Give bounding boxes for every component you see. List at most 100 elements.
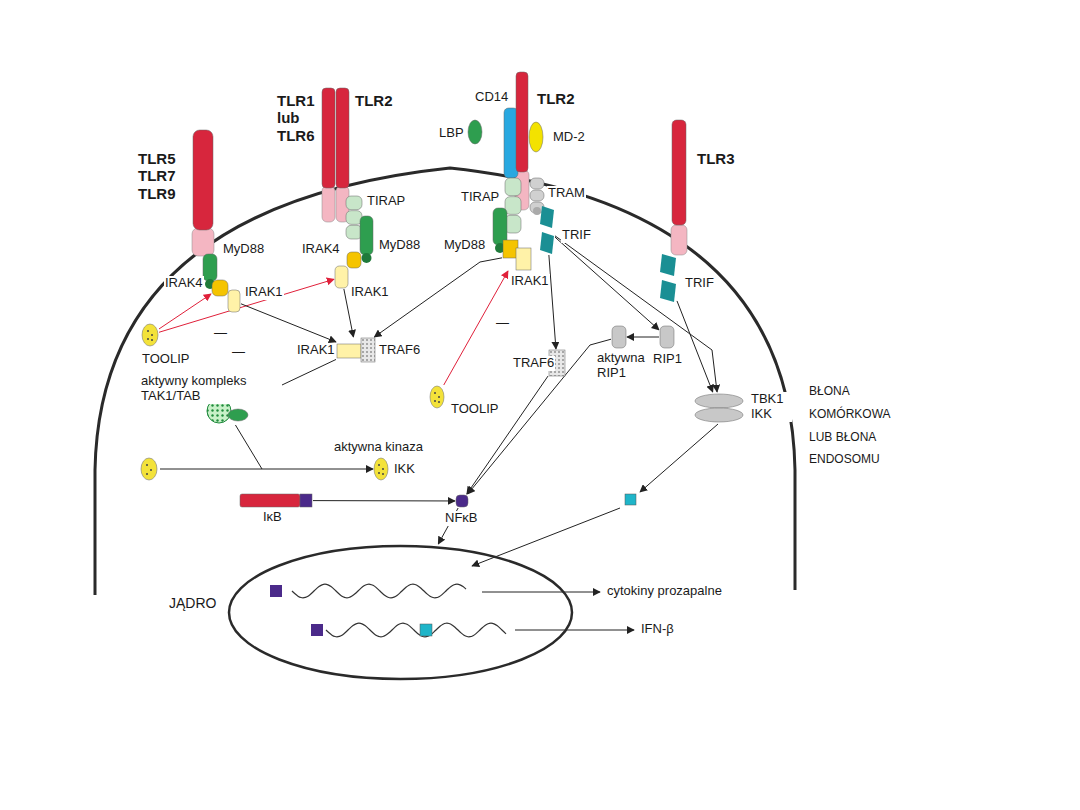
receptor: TLR5 TLR7 TLR9: [193, 130, 213, 230]
node-shape: [240, 494, 312, 507]
toolip-icon: [141, 458, 157, 480]
pathway-arrow: [555, 237, 659, 330]
protein: IRAK1: [335, 266, 348, 288]
protein: IRAK1: [503, 240, 531, 270]
node-label: JĄDRO: [168, 595, 217, 611]
pathway-arrow: [467, 376, 548, 494]
node-shape: [505, 178, 521, 234]
protein: aktywna kinazaIKK: [374, 458, 388, 480]
protein: MD-2: [529, 122, 543, 152]
nucleus: JĄDRO: [228, 545, 573, 680]
node-label: TRAF6: [378, 343, 421, 358]
transcription-factor: [270, 585, 282, 597]
expression-arrow: [482, 592, 600, 593]
protein: RIP1: [660, 326, 674, 348]
node-shape: [695, 393, 743, 423]
annotation: BŁONA KOMÓRKOWA LUB BŁONA ENDOSOMU: [808, 380, 898, 471]
protein: TRIF: [660, 254, 676, 302]
annotation: IFN-β: [640, 622, 675, 637]
node-shape: [374, 458, 388, 480]
node-label: TOOLIP: [450, 402, 499, 417]
protein: TOOLIP: [142, 324, 158, 346]
node-shape: [612, 326, 626, 348]
pathway-arrow: [677, 301, 713, 392]
node-label: IRAK1: [296, 343, 336, 358]
protein: LBP: [468, 120, 482, 144]
node-shape: [337, 338, 375, 362]
node-label: TLR2: [354, 92, 394, 109]
protein: TLR1 lub TLR6TLR2: [322, 88, 349, 188]
node-label: TLR3: [696, 150, 736, 167]
pathway-arrow: [313, 500, 455, 501]
node-label: TOOLIP: [141, 352, 190, 367]
node-label: IRAK4: [301, 242, 341, 257]
node-shape: [335, 266, 348, 288]
transcription-factor: [311, 624, 323, 636]
protein: TIRAP: [346, 196, 362, 240]
node-label: IRAK4: [164, 276, 204, 291]
protein: TBK1 IKK: [695, 393, 743, 423]
protein: IRAK1TRAF6: [337, 338, 375, 362]
annotation: cytokiny prozapalne: [606, 584, 723, 599]
pathway-arrow: [159, 294, 211, 329]
pathway-arrow: [555, 236, 717, 392]
node-shape: [672, 120, 686, 225]
protein: aktywna RIP1: [612, 326, 626, 348]
dna-strand: [326, 623, 506, 637]
node-label: MyD88: [222, 242, 265, 257]
node-label: TBK1 IKK: [750, 392, 792, 422]
protein: IκB: [240, 494, 312, 507]
node-shape: [193, 130, 213, 230]
node-label: IκB: [262, 510, 283, 525]
node-shape: [430, 386, 444, 408]
node-label: MyD88: [378, 238, 421, 253]
transcription-factor: [625, 494, 636, 505]
expression-arrow: [515, 630, 634, 631]
node-label: NFκB: [444, 511, 479, 526]
node-label: aktywna RIP1: [596, 351, 654, 381]
dna-strand: [292, 584, 466, 598]
node-shape: [540, 206, 554, 254]
protein: TIRAP: [505, 178, 521, 234]
node-label: LBP: [438, 126, 465, 141]
pathway-arrow: [627, 337, 659, 338]
inhibition-mark: —: [231, 345, 246, 360]
node-label: aktywny kompleks TAK1/TAB: [140, 374, 282, 404]
node-shape: [360, 216, 373, 264]
node-shape: [228, 290, 240, 312]
node-shape: [516, 72, 528, 172]
node-shape: [660, 326, 674, 348]
tir-domain: [671, 225, 687, 255]
tir-domain: [192, 228, 214, 256]
node-shape: [660, 254, 676, 302]
pathway-arrow: [549, 255, 556, 349]
protein: aktywny kompleks TAK1/TAB: [205, 398, 249, 424]
protein: MyD88: [360, 216, 373, 264]
tir-domain: [322, 186, 335, 222]
node-label: RIP1: [652, 352, 683, 367]
protein: TRAF6: [549, 350, 565, 376]
protein: IRAK1: [228, 290, 240, 312]
node-label: TIRAP: [460, 190, 500, 205]
protein: TRIF: [540, 206, 554, 254]
protein: TOOLIP: [430, 386, 444, 408]
pathway-arrow: [241, 304, 336, 342]
receptor: TLR2: [516, 72, 528, 172]
dna-strands: [292, 584, 506, 637]
node-shape: [228, 545, 573, 680]
node-shape: [346, 196, 362, 240]
pathway-line: [160, 469, 262, 470]
node-label: IRAK1: [350, 285, 390, 300]
node-shape: [503, 240, 531, 270]
node-label: IRAK1: [244, 285, 284, 300]
node-shape: [212, 280, 228, 296]
node-label: TLR5 TLR7 TLR9: [137, 150, 189, 202]
node-label: CD14: [474, 90, 509, 105]
inhibition-mark: —: [213, 326, 228, 341]
node-label: TIRAP: [366, 194, 406, 209]
transcription-factor: [420, 624, 432, 636]
node-shape: [456, 495, 468, 507]
node-label: TRAM: [547, 186, 586, 201]
